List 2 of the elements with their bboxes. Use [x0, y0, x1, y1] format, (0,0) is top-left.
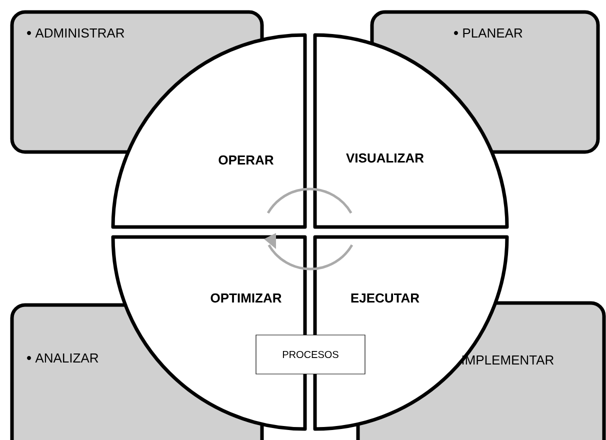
box-label: ANALIZAR [35, 354, 98, 362]
label-box: PROCESOS [256, 334, 366, 374]
